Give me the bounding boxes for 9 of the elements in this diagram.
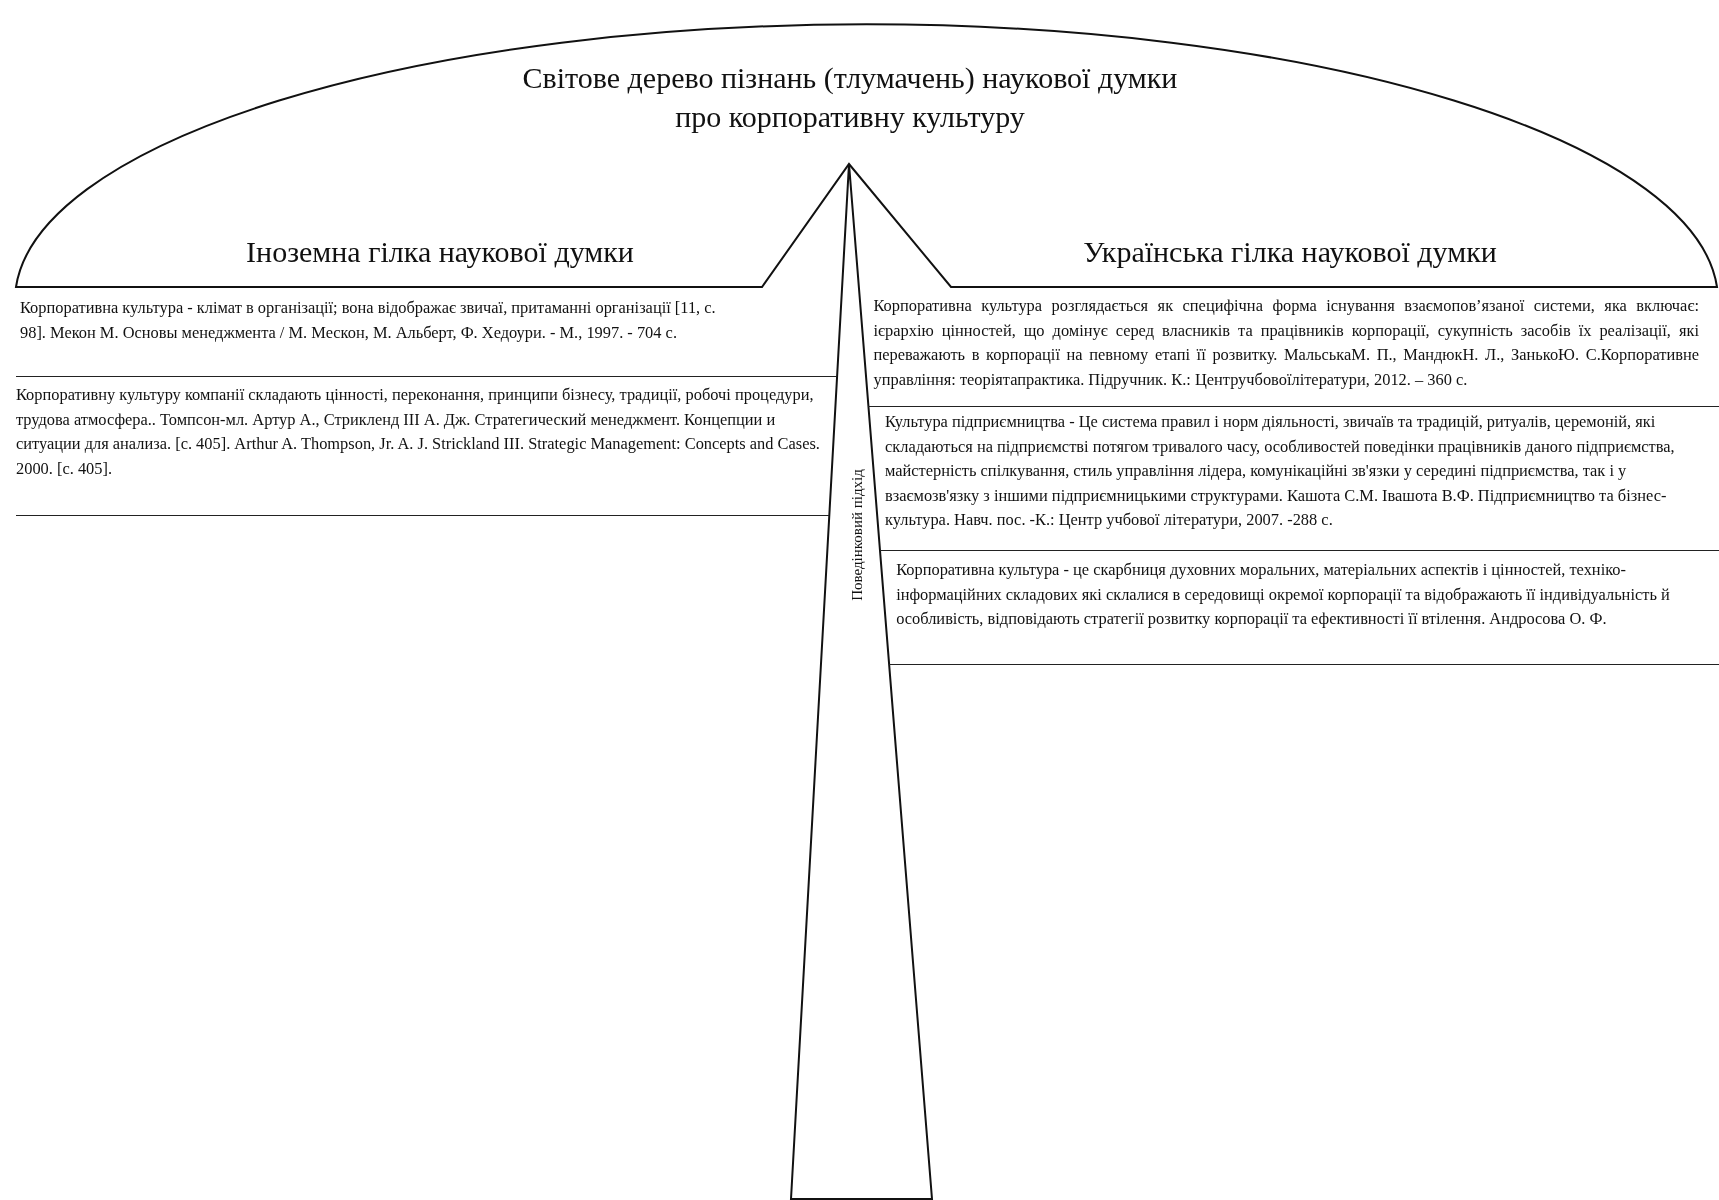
trunk-label: Поведінковий підхід [848, 469, 866, 601]
branch-heading: Українська гілка наукової думки [1082, 234, 1498, 270]
definition-text: Корпоративна культура - клімат в організації; вона відображає звичаї, притаманні організації [11, с. 98]. Мекон М. Основы менеджмента / М. Мескон, М. Альберт, Ф. Хедоури. - М., 1997. - 704 с. [20, 297, 717, 344]
definition-text: Корпоративну культуру компанії складають цінності, переконання, принципи бізнесу, традиції, робочі процедури, трудова атмосфера.. Томпсон-мл. Артур А., Стрикленд III А. Дж. Стратегический менеджмент. Концепции и ситуации для анализа. [с. 405]. Arthur A. Thompson, Jr. A. J. Strickland III. Strategic Management: Concepts and Cases. 2000. [с. 405]. [16, 384, 821, 480]
definition-text: Корпоративна культура - це скарбниця духовних моральних, матеріальних аспектів і цінностей, техніко-інформаційних складових які склалися в середовищі окремої корпорації та відображають її індивідуальність й особливість, відповідають стратегії розвитку корпорації та ефективності її втілення. Андросова О. Ф. [896, 559, 1671, 630]
branch-heading: Іноземна гілка наукової думки [245, 234, 635, 270]
tree-title: Світове дерево пізнань (тлумачень) наукової думки про корпоративну культуру [521, 60, 1179, 135]
definition-text: Культура підприємництва - Це система правил і норм діяльності, звичаїв та традицій, ритуалів, церемоній, які складаються на підприємстві потягом тривалого часу, особливостей поведінки працівників даного підприємства, майстерність спілкування, стиль управління лідера, комунікаційні зв'язки у середині підприємства, так і у взаємозв'язку з іншими підприємницькими структурами. Кашота С.М. Івашота В.Ф. Підприємництво та бізнес-культура. Навч. пос. -К.: Центр учбової літератури, 2007. -288 с. [885, 411, 1676, 531]
definition-text: Корпоративна культура розглядається як специфічна форма існування взаємопов’язаної системи, яка включає: ієрархію цінностей, що домінує серед власників та працівників корпорації, сукупність засобів їх реалізації, які переважають в корпорації на певному етапі її розвитку. МальськаМ. П., МандюкН. Л., ЗанькоЮ. С.Корпоративне управління: теоріятапрактика. Підручник. К.: Центручбовоїлітератури, 2012. – 360 с. [873, 295, 1699, 391]
